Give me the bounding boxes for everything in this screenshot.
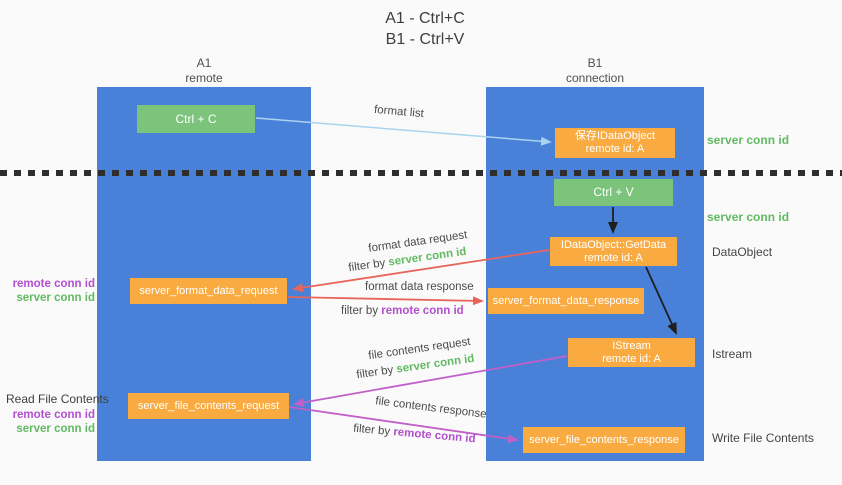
node-file-request-label: server_file_contents_request — [137, 399, 280, 412]
filter-key-remote-conn-id: remote conn id — [381, 305, 464, 317]
annotation-dataobject: DataObject — [712, 245, 773, 259]
annotation-remote-conn-id: remote conn id — [12, 409, 95, 421]
title-line-2: B1 - Ctrl+V — [385, 31, 465, 48]
annotation-server-conn-id-top: server conn id — [707, 133, 790, 147]
annotation-server-conn-id: server conn id — [16, 423, 95, 435]
label-filter-format-request: filter by server conn id — [348, 246, 467, 274]
node-file-response-label: server_file_contents_response — [529, 433, 679, 446]
node-save-idataobject: 保存IDataObject remote id: A — [555, 128, 675, 158]
filter-prefix: filter by — [341, 305, 382, 317]
arrow-format-data-response — [287, 296, 484, 306]
column-a1-role: remote — [185, 71, 223, 85]
column-header-b1: B1 connection — [486, 56, 704, 86]
annotation-write-file-contents: Write File Contents — [712, 431, 814, 445]
label-format-data-response: format data response — [365, 281, 474, 293]
node-getdata-line1: IDataObject::GetData — [560, 238, 667, 251]
annotation-remote-conn-id: remote conn id — [12, 278, 95, 290]
column-b1-role: connection — [565, 71, 625, 85]
label-format-list: format list — [373, 103, 425, 121]
annotation-conn-ids-mid: remote conn id server conn id — [13, 277, 95, 305]
session-divider-dotted-line — [0, 170, 842, 176]
node-server-file-contents-response: server_file_contents_response — [523, 427, 685, 453]
filter-key-remote-conn-id: remote conn id — [392, 426, 476, 446]
column-b1-name: B1 — [587, 56, 603, 70]
node-istream: IStream remote id: A — [568, 338, 695, 367]
column-a1-name: A1 — [196, 56, 212, 70]
node-ctrl-v: Ctrl + V — [554, 179, 673, 206]
node-ctrl-c: Ctrl + C — [137, 105, 255, 133]
annotation-istream: Istream — [712, 347, 753, 361]
column-header-a1: A1 remote — [97, 56, 311, 86]
node-save-idataobject-line1: 保存IDataObject — [574, 130, 656, 142]
node-server-file-contents-request: server_file_contents_request — [128, 393, 289, 419]
annotation-conn-ids-bottom: remote conn id server conn id — [13, 408, 95, 436]
node-ctrl-v-label: Ctrl + V — [593, 185, 634, 199]
node-istream-line2: remote id: A — [602, 352, 661, 365]
filter-prefix: filter by — [355, 363, 398, 382]
node-server-format-data-response: server_format_data_response — [488, 288, 644, 314]
title-line-1: A1 - Ctrl+C — [385, 10, 465, 27]
annotation-read-file-contents: Read File Contents — [6, 392, 109, 406]
label-filter-file-response: filter by remote conn id — [353, 423, 476, 446]
label-filter-format-response: filter by remote conn id — [341, 305, 464, 317]
annotation-server-conn-id: server conn id — [16, 292, 95, 304]
label-file-contents-response: file contents response — [374, 395, 488, 421]
node-istream-line1: IStream — [612, 339, 651, 352]
filter-prefix: filter by — [347, 256, 390, 275]
node-format-response-label: server_format_data_response — [492, 294, 640, 307]
node-getdata-line2: remote id: A — [584, 251, 643, 264]
node-format-request-label: server_format_data_request — [139, 284, 278, 297]
node-server-format-data-request: server_format_data_request — [130, 278, 287, 304]
filter-prefix: filter by — [352, 422, 394, 439]
diagram-title: A1 - Ctrl+C B1 - Ctrl+V — [290, 8, 560, 50]
node-idataobject-getdata: IDataObject::GetData remote id: A — [550, 237, 677, 266]
annotation-server-conn-id-mid: server conn id — [707, 210, 790, 224]
node-ctrl-c-label: Ctrl + C — [175, 111, 217, 126]
node-save-idataobject-line2: remote id: A — [585, 143, 645, 155]
